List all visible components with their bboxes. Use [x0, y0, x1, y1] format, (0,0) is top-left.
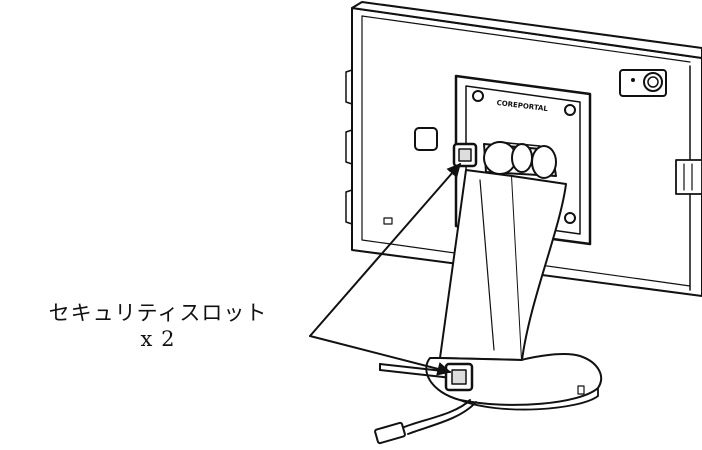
security-slot-upper — [452, 142, 478, 168]
panel-slot — [414, 127, 438, 151]
arrow-to-lower-slot — [309, 335, 452, 376]
security-slot-count: x 2 — [140, 327, 176, 351]
security-slot-label: セキュリティスロット — [48, 301, 268, 325]
cables — [374, 363, 477, 445]
stand-neck — [439, 169, 567, 361]
hinge-bracket — [483, 141, 557, 179]
camera-module — [619, 69, 667, 97]
callout-arrows — [309, 162, 461, 376]
security-slot-lower — [444, 362, 474, 392]
callout-label: セキュリティスロット x 2 — [8, 300, 308, 352]
arrow-to-upper-slot — [309, 162, 461, 337]
cable-plug — [374, 421, 406, 445]
side-connector — [675, 159, 702, 195]
